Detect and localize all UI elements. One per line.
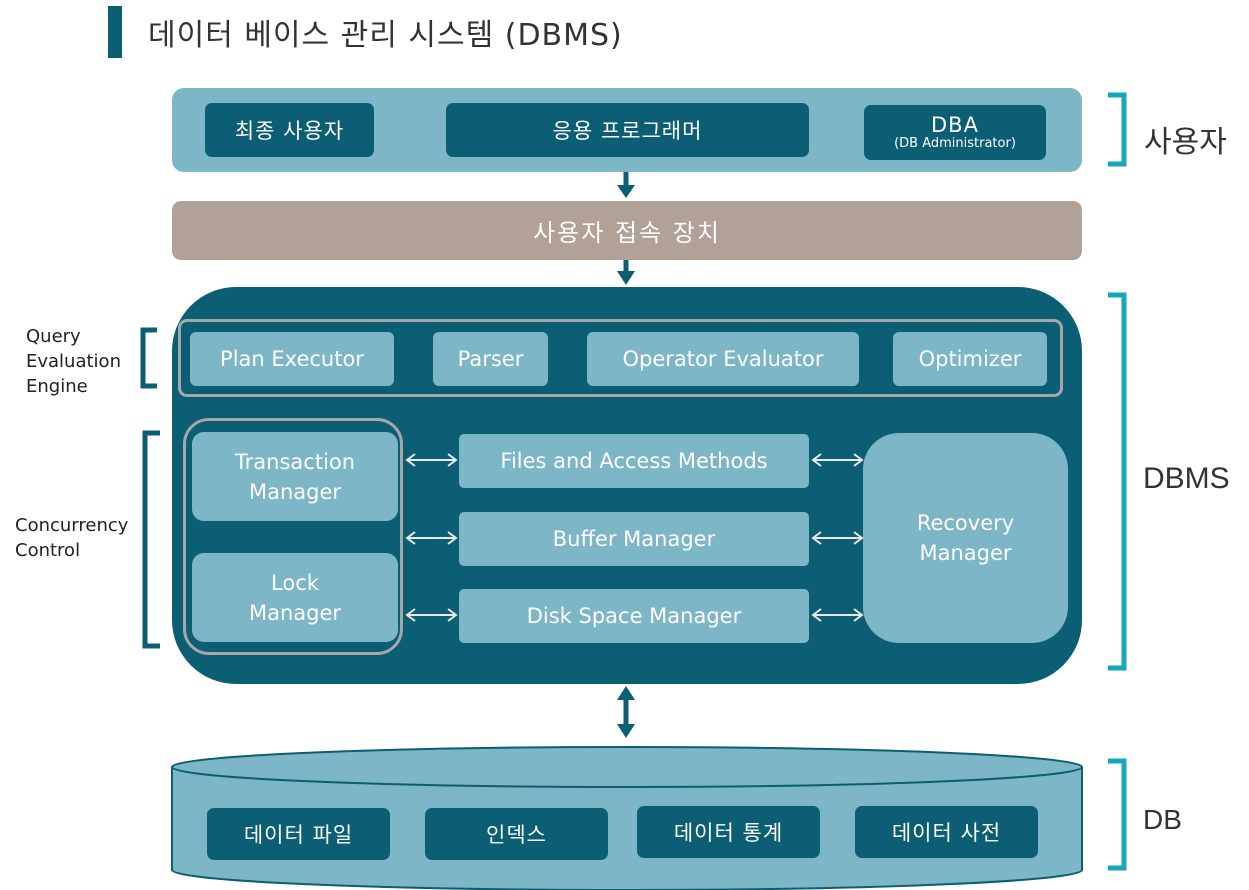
plan-executor-label: Plan Executor [220, 347, 364, 371]
transaction-manager-label-line2: Manager [248, 479, 342, 504]
db-group-label: DB [1143, 804, 1182, 835]
concurrency-control-label-line2: Control [15, 540, 81, 561]
recovery-manager-box: Recovery Manager [863, 433, 1068, 643]
dbms-group-label: DBMS [1143, 462, 1230, 495]
data-dictionary-label: 데이터 사전 [891, 821, 1002, 845]
user-group-bracket [1108, 92, 1127, 167]
disk-space-manager-box: Disk Space Manager [459, 589, 809, 643]
query-engine-outline [178, 319, 1063, 397]
optimizer-label: Optimizer [918, 347, 1022, 371]
query-engine-label-line2: Evaluation [26, 351, 121, 372]
access-device-label: 사용자 접속 장치 [533, 219, 721, 247]
query-engine-label: Query Evaluation Engine [26, 324, 121, 399]
access-device-band: 사용자 접속 장치 [172, 201, 1082, 260]
lock-manager-label-line1: Lock [271, 570, 319, 595]
concurrency-control-label: Concurrency Control [15, 513, 128, 563]
parser-box: Parser [433, 332, 548, 386]
dba-box: DBA (DB Administrator) [864, 105, 1046, 160]
arrow-user-to-access [617, 172, 635, 198]
concurrency-control-bracket [142, 430, 160, 649]
data-statistics-label: 데이터 통계 [673, 821, 784, 845]
recovery-manager-label-line2: Manager [919, 541, 1012, 565]
disk-space-manager-label: Disk Space Manager [526, 604, 742, 628]
buffer-manager-label: Buffer Manager [552, 527, 716, 551]
lock-manager-box: Lock Manager [192, 553, 398, 642]
index-label: 인덱스 [486, 823, 547, 847]
dba-full-label: (DB Administrator) [894, 135, 1016, 151]
files-access-methods-box: Files and Access Methods [459, 434, 809, 488]
dbms-group-bracket [1108, 292, 1127, 671]
concurrency-control-outline [183, 418, 403, 655]
app-programmer-label: 응용 프로그래머 [552, 119, 703, 143]
app-programmer-box: 응용 프로그래머 [446, 103, 809, 157]
transaction-manager-label-line1: Transaction [234, 449, 356, 474]
dba-label: DBA [931, 112, 979, 137]
files-access-methods-label: Files and Access Methods [500, 449, 768, 473]
recovery-manager-label-line1: Recovery [916, 511, 1015, 535]
arrow-dbms-db-bidirectional [617, 686, 635, 738]
data-dictionary-box: 데이터 사전 [855, 806, 1038, 858]
arrow-access-to-dbms [617, 260, 635, 285]
buffer-manager-box: Buffer Manager [459, 512, 809, 566]
data-file-label: 데이터 파일 [243, 823, 354, 847]
end-user-label: 최종 사용자 [234, 119, 345, 143]
operator-evaluator-label: Operator Evaluator [622, 347, 824, 371]
title-accent-bar [108, 6, 122, 58]
end-user-box: 최종 사용자 [205, 103, 374, 157]
concurrency-control-label-line1: Concurrency [15, 515, 129, 536]
lock-manager-label-line2: Manager [248, 600, 342, 625]
optimizer-box: Optimizer [893, 332, 1047, 386]
data-file-box: 데이터 파일 [207, 808, 390, 860]
query-engine-label-line3: Engine [26, 376, 88, 397]
user-group-label: 사용자 [1144, 126, 1227, 159]
double-arrows-right [811, 453, 864, 622]
parser-label: Parser [457, 347, 524, 371]
data-statistics-box: 데이터 통계 [637, 806, 820, 858]
db-group-bracket [1108, 758, 1127, 871]
operator-evaluator-box: Operator Evaluator [587, 332, 859, 386]
query-engine-bracket [140, 327, 157, 389]
transaction-manager-box: Transaction Manager [192, 432, 398, 521]
plan-executor-box: Plan Executor [190, 332, 394, 386]
double-arrows-left [405, 453, 458, 622]
index-box: 인덱스 [425, 808, 608, 860]
db-cylinder [171, 746, 1083, 890]
query-engine-label-line1: Query [26, 326, 81, 347]
page-title: 데이터 베이스 관리 시스템 (DBMS) [148, 18, 623, 53]
